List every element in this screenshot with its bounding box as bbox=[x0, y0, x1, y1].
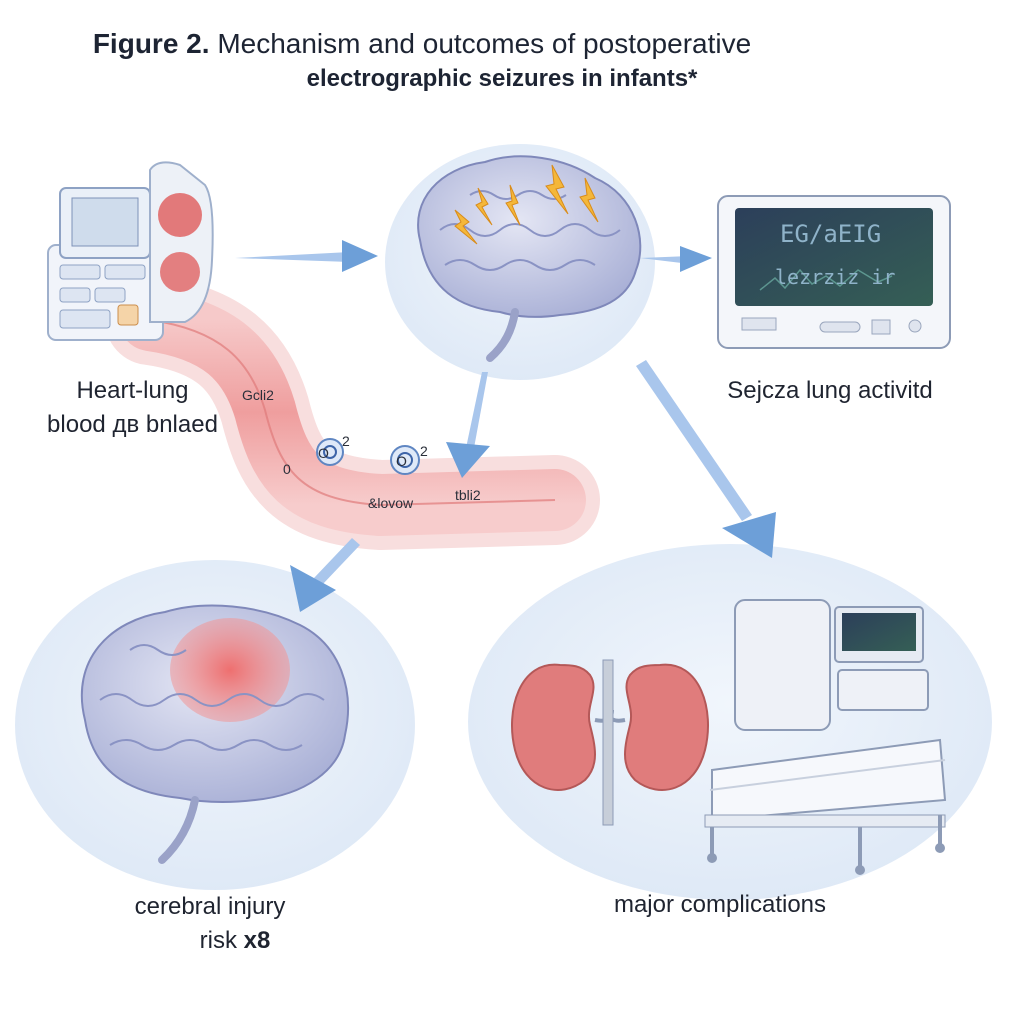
complications-label: major complications bbox=[613, 891, 827, 918]
vessel-flow-label: &lovow bbox=[368, 495, 414, 511]
figure-title-text: Mechanism and outcomes of postoperative bbox=[217, 28, 752, 59]
eeg-screen-line1: EG/aEIG bbox=[780, 220, 881, 248]
arrows bbox=[235, 240, 776, 612]
lightning-bolts bbox=[454, 164, 599, 245]
cerebral-injury-label: cerebral injury risk x8 bbox=[90, 890, 330, 958]
arrow-brain-to-eeg bbox=[640, 246, 712, 272]
eeg-monitor-icon bbox=[717, 195, 951, 349]
vessel-tag-right: tbli2 bbox=[455, 487, 481, 503]
arrow-machine-to-brain bbox=[235, 240, 378, 272]
heart-lung-label-line2: blood дв bnlaed bbox=[47, 411, 218, 438]
cerebral-injury-label-line2: risk x8 bbox=[90, 924, 330, 958]
kidneys-icon bbox=[511, 659, 709, 826]
o2-bubble-b bbox=[390, 445, 420, 475]
eeg-activity-label: Sejcza lung activitd bbox=[727, 377, 933, 404]
arrow-brain-to-complications bbox=[636, 360, 776, 558]
heart-lung-label: Heart-lung blood дв bnlaed bbox=[30, 374, 235, 442]
arrow-vessel-to-injury bbox=[290, 538, 360, 612]
vessel-tag-left: 0 bbox=[283, 461, 291, 477]
risk-multiplier: x8 bbox=[243, 927, 271, 954]
brain-seizure-icon bbox=[417, 155, 642, 362]
figure-title-line2: electrographic seizures in infants* bbox=[306, 65, 698, 92]
vessel-tag-top: Gcli2 bbox=[242, 387, 274, 403]
o2-label-a: O bbox=[318, 445, 329, 461]
figure-title: Figure 2. Mechanism and outcomes of post… bbox=[0, 26, 1024, 96]
heart-lung-machine-icon bbox=[47, 161, 214, 341]
injured-brain-icon bbox=[80, 604, 349, 864]
risk-prefix: risk bbox=[199, 927, 244, 954]
o2-sup-b: 2 bbox=[420, 443, 428, 459]
cerebral-injury-label-line1: cerebral injury bbox=[134, 893, 286, 920]
figure-title-line1: Figure 2. Mechanism and outcomes of post… bbox=[0, 26, 1024, 62]
hospital-bed-icon bbox=[704, 599, 947, 875]
heart-lung-label-line1: Heart-lung bbox=[76, 377, 189, 404]
o2-label-b: O bbox=[396, 453, 407, 469]
blood-vessel bbox=[105, 275, 600, 551]
eeg-screen-line2: lezrziz ir bbox=[775, 265, 895, 289]
injury-area bbox=[170, 618, 290, 722]
o2-bubble-a bbox=[316, 438, 344, 466]
figure-number: Figure 2. bbox=[92, 28, 210, 59]
arrow-brain-to-vessel bbox=[446, 372, 490, 478]
o2-sup-a: 2 bbox=[342, 433, 350, 449]
